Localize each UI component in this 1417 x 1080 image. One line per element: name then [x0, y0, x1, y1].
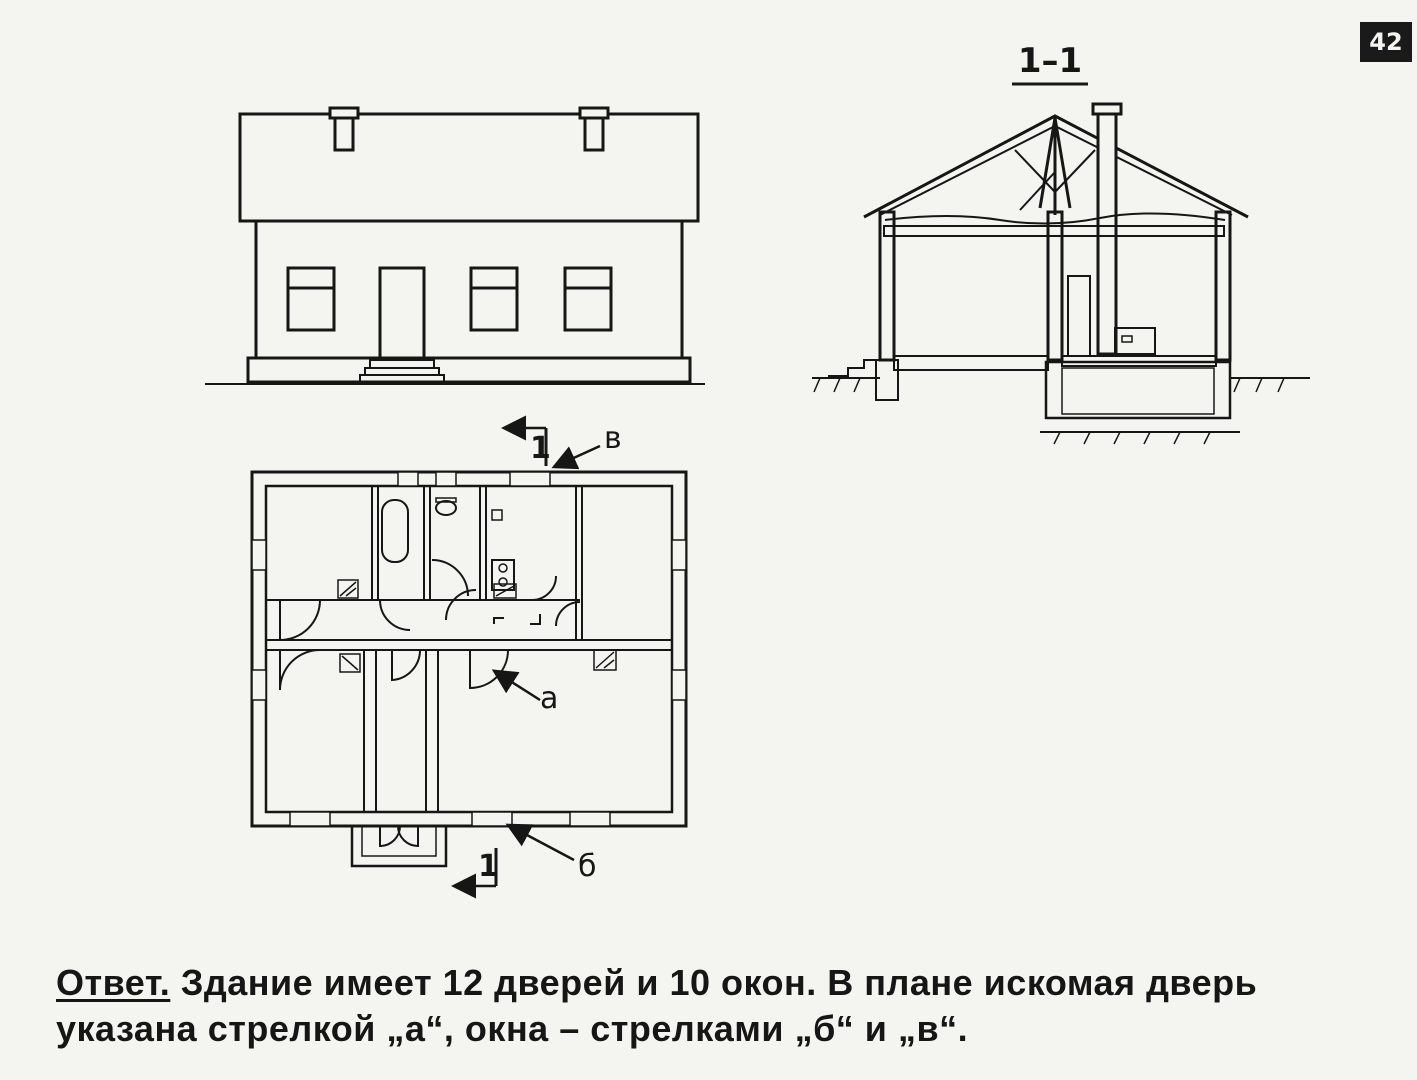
arrow-b: б: [505, 823, 597, 884]
section-title: 1–1: [1018, 41, 1082, 81]
plinth: [246, 356, 692, 384]
section-mark-bottom: 1: [451, 848, 499, 899]
section-mark-top: 1: [501, 415, 551, 466]
floor-plan: [250, 470, 688, 868]
svg-text:1: 1: [478, 849, 499, 884]
caption-line-1-text: Здание имеет 12 дверей и 10 окон. В план…: [170, 962, 1258, 1003]
svg-text:а: а: [540, 681, 558, 716]
arrow-a: а: [491, 669, 558, 716]
drawings: 1–1: [205, 41, 1310, 899]
facade-window-2: [469, 266, 519, 332]
slide-number-badge: 42: [1360, 22, 1412, 62]
facade-window-1: [286, 266, 336, 332]
roof: [238, 112, 700, 223]
answer-caption: Ответ. Здание имеет 12 дверей и 10 окон.…: [56, 960, 1401, 1052]
svg-text:1: 1: [530, 431, 551, 466]
caption-line-1: Ответ. Здание имеет 12 дверей и 10 окон.…: [56, 960, 1401, 1006]
cross-section: [812, 102, 1310, 445]
svg-text:в: в: [604, 421, 622, 456]
arrow-v: в: [551, 421, 622, 470]
facade-door: [378, 266, 426, 360]
svg-text:б: б: [578, 849, 597, 884]
facade-window-3: [563, 266, 613, 332]
caption-line-2: указана стрелкой „а“, окна – стрелками „…: [56, 1008, 969, 1049]
caption-lead: Ответ.: [56, 962, 171, 1003]
chimney-left: [328, 106, 360, 152]
chimney-right: [578, 106, 610, 152]
entrance-steps: [359, 359, 445, 383]
front-elevation: [205, 106, 705, 385]
